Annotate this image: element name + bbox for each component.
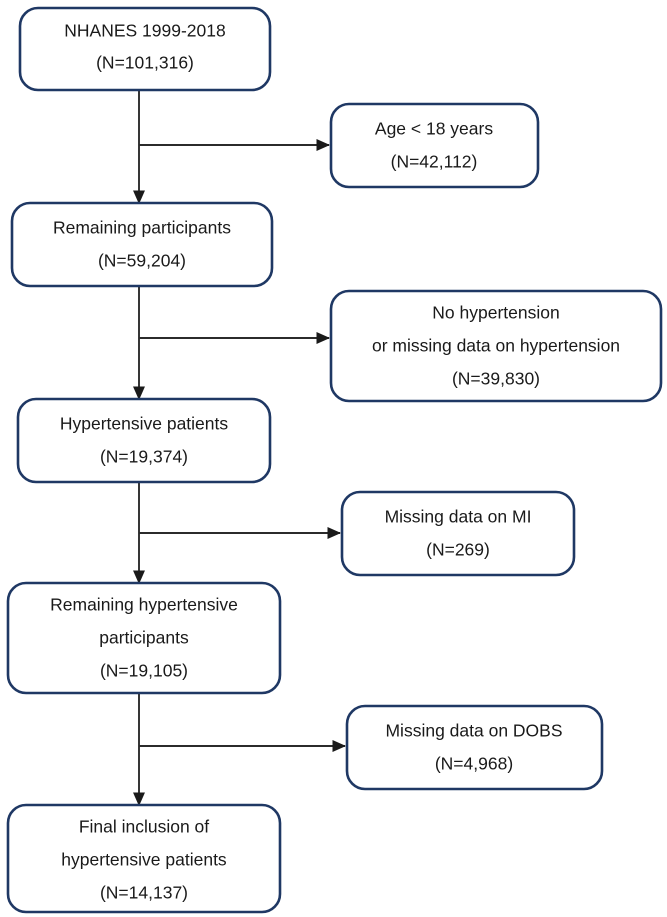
node-hypertensive-patients-line1: Hypertensive patients <box>60 414 229 434</box>
node-no-hypertension-line1: No hypertension <box>432 303 559 323</box>
node-missing-dobs-box <box>345 704 604 791</box>
node-final-inclusion-box <box>6 803 282 914</box>
node-missing-mi-box <box>340 490 576 577</box>
node-source: NHANES 1999-2018 (N=101,316) <box>18 6 272 92</box>
node-source-line2: (N=101,316) <box>96 53 194 73</box>
node-remaining-participants-line1: Remaining participants <box>53 218 231 238</box>
node-source-line1: NHANES 1999-2018 <box>64 21 225 41</box>
node-final-inclusion-line1: Final inclusion of <box>79 817 209 837</box>
node-no-hypertension-line3: (N=39,830) <box>452 369 540 389</box>
node-remaining-participants-box <box>10 201 274 288</box>
node-missing-mi: Missing data on MI (N=269) <box>340 490 576 577</box>
node-remaining-hypertensive-participants-line1: Remaining hypertensive <box>50 595 238 615</box>
node-final-inclusion-line3: (N=14,137) <box>100 883 188 903</box>
node-missing-dobs: Missing data on DOBS (N=4,968) <box>345 704 604 791</box>
node-age-under-18-line2: (N=42,112) <box>391 152 478 172</box>
node-no-hypertension-box <box>329 289 663 403</box>
node-missing-dobs-line1: Missing data on DOBS <box>385 721 562 741</box>
node-hypertensive-patients-box <box>16 397 272 484</box>
node-missing-dobs-line2: (N=4,968) <box>435 754 513 774</box>
node-missing-mi-line1: Missing data on MI <box>385 507 532 527</box>
connectors-group <box>132 89 347 807</box>
node-source-box <box>18 6 272 92</box>
node-remaining-hypertensive-participants-line2: participants <box>99 628 189 648</box>
node-hypertensive-patients: Hypertensive patients (N=19,374) <box>16 397 272 484</box>
node-remaining-hypertensive-participants: Remaining hypertensive participants (N=1… <box>6 581 282 695</box>
node-final-inclusion: Final inclusion of hypertensive patients… <box>6 803 282 914</box>
node-missing-mi-line2: (N=269) <box>426 540 490 560</box>
node-hypertensive-patients-line2: (N=19,374) <box>100 447 188 467</box>
node-age-under-18-box <box>329 102 540 189</box>
node-age-under-18: Age < 18 years (N=42,112) <box>329 102 540 189</box>
node-no-hypertension: No hypertension or missing data on hyper… <box>329 289 663 403</box>
node-no-hypertension-line2: or missing data on hypertension <box>372 336 620 356</box>
node-remaining-hypertensive-participants-line3: (N=19,105) <box>100 661 188 681</box>
node-remaining-hypertensive-participants-box <box>6 581 282 695</box>
node-remaining-participants-line2: (N=59,204) <box>98 251 186 271</box>
node-final-inclusion-line2: hypertensive patients <box>61 850 227 870</box>
node-age-under-18-line1: Age < 18 years <box>375 119 493 139</box>
node-remaining-participants: Remaining participants (N=59,204) <box>10 201 274 288</box>
